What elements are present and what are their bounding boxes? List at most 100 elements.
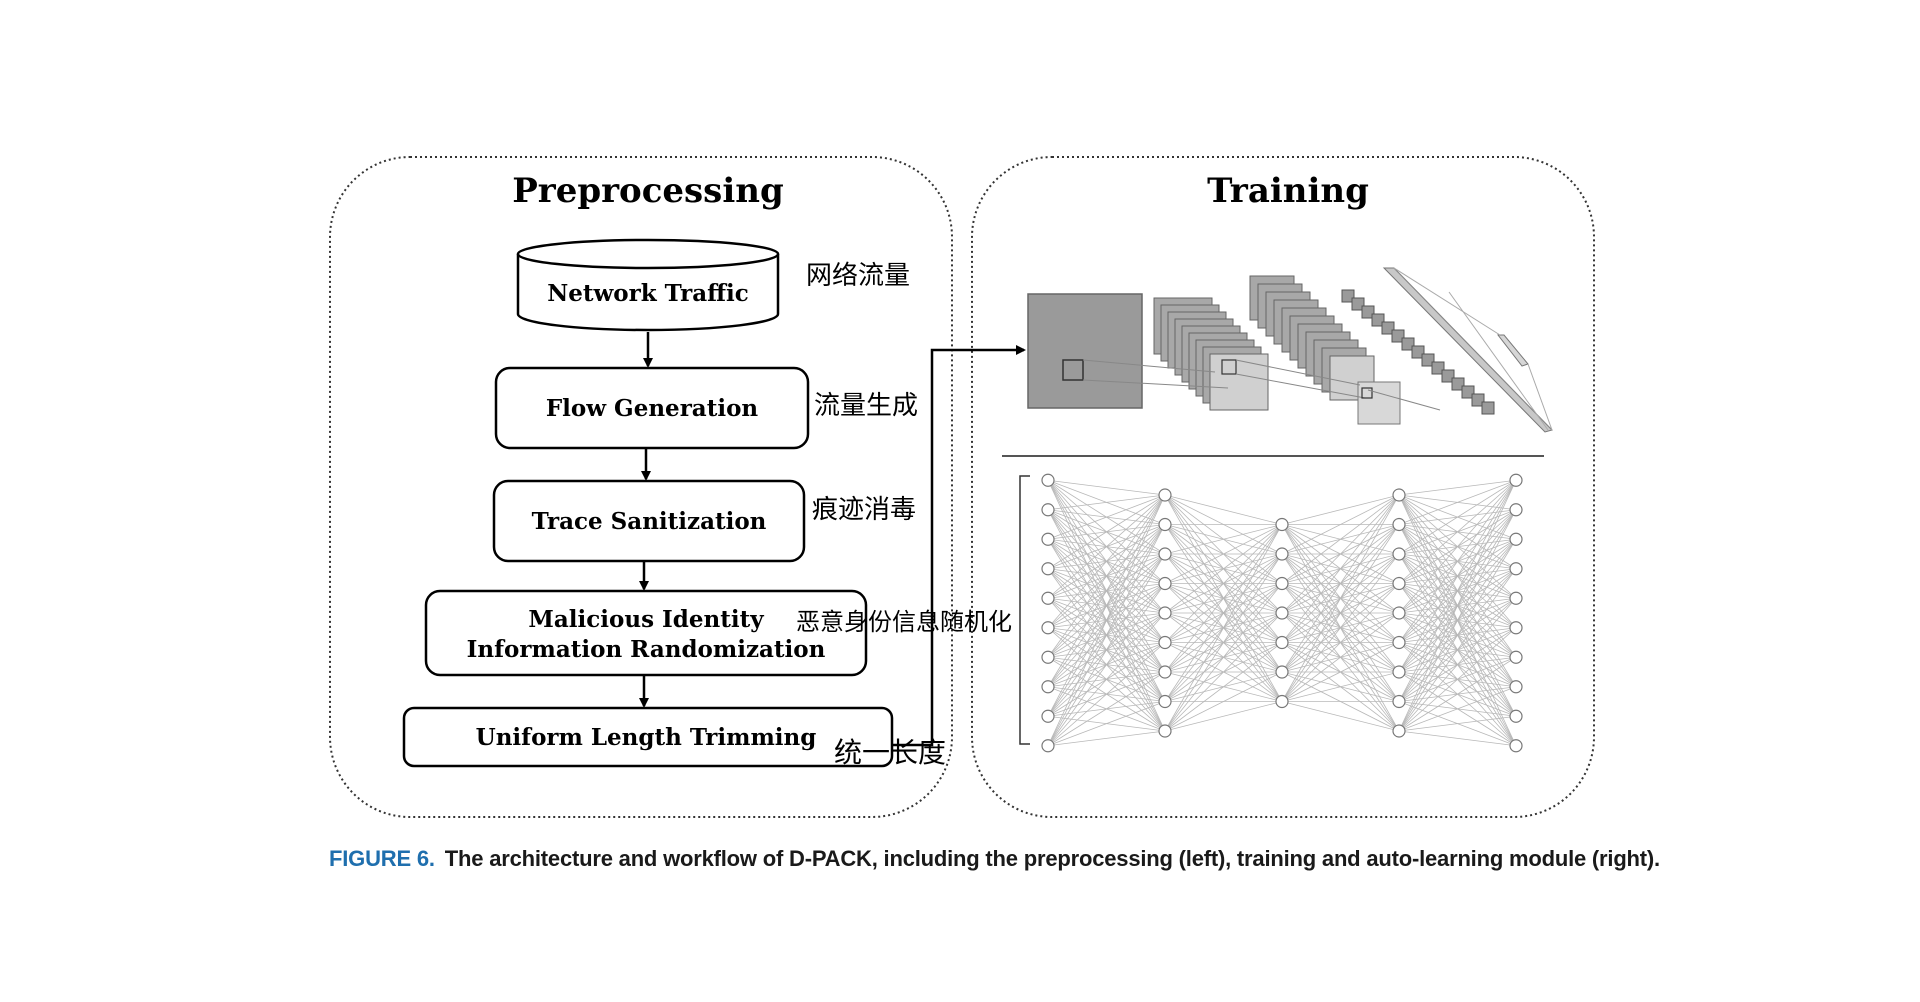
preprocessing-panel [329, 156, 953, 818]
network-node [1041, 532, 1055, 546]
network-edge [1398, 480, 1517, 643]
trace-sanitization-box [492, 479, 806, 563]
network-edge [1398, 539, 1517, 732]
cnn-conv3-map [1431, 361, 1445, 375]
network-node [1041, 562, 1055, 576]
caption-text: The architecture and workflow of D-PACK,… [444, 846, 1660, 871]
cnn-conv3-stack [1341, 289, 1495, 425]
network-edge [1047, 583, 1166, 746]
training-title: Training [1207, 171, 1369, 211]
cnn-conv3-map [1357, 381, 1401, 425]
network-edge [1281, 583, 1400, 702]
network-node [1041, 739, 1055, 753]
network-node [1392, 606, 1406, 620]
network-node [1392, 576, 1406, 591]
network-node [1041, 709, 1055, 723]
network-edge [1047, 479, 1166, 496]
network-edge [1047, 494, 1166, 717]
network-edge [1164, 524, 1283, 555]
trimming-annotation: 统一长度 [834, 736, 946, 769]
network-edge [1047, 701, 1166, 747]
caption-label: FIGURE 6. [329, 846, 435, 871]
network-edge [1164, 494, 1283, 525]
cnn-conv3-map [1401, 337, 1415, 351]
network-node [1392, 635, 1406, 650]
network-node [1275, 606, 1289, 620]
network-edge [1164, 524, 1283, 702]
network-node [1509, 621, 1523, 635]
cnn-conv3-map [1381, 321, 1395, 335]
network-edge [1164, 553, 1283, 732]
network-edge [1281, 494, 1400, 614]
network-edge [1398, 656, 1517, 732]
network-edge [1398, 730, 1517, 747]
network-edge [1047, 553, 1166, 746]
cnn-conv3-map [1371, 313, 1385, 327]
cnn-conv3-map [1451, 377, 1465, 391]
cnn-conv3-map [1351, 297, 1365, 311]
network-edge [1398, 715, 1517, 732]
cnn-output-layer [1496, 334, 1529, 367]
network-node [1158, 606, 1172, 620]
flow-generation-box [494, 366, 810, 450]
cnn-illustration [1027, 267, 1553, 433]
network-node [1275, 547, 1289, 561]
trace-sanitization-annotation: 痕迹消毒 [812, 495, 916, 525]
network-edge [1164, 524, 1283, 584]
network-node [1041, 503, 1055, 517]
network-edge [1047, 642, 1166, 747]
network-edge [1398, 479, 1517, 555]
network-node [1392, 724, 1406, 738]
network-edge [1047, 730, 1166, 747]
network-edge [1047, 494, 1166, 511]
network-edge [1164, 701, 1283, 732]
network-bracket [1019, 475, 1030, 745]
network-node [1392, 665, 1406, 679]
network-edge [1047, 494, 1166, 629]
network-edge [1398, 479, 1517, 584]
network-node [1041, 591, 1055, 605]
network-edge [1398, 597, 1517, 732]
network-edge [1047, 494, 1166, 570]
network-edge [1398, 568, 1517, 732]
network-node [1158, 547, 1172, 561]
network-edge [1047, 494, 1166, 687]
network-node [1392, 517, 1406, 532]
flow-generation-annotation: 流量生成 [814, 391, 918, 421]
network-edge [1047, 612, 1166, 747]
network-edge [1398, 686, 1517, 732]
network-node [1041, 650, 1055, 664]
network-edge [1398, 479, 1517, 496]
network-node [1275, 517, 1289, 532]
network-edge [1281, 494, 1400, 643]
network-edge [1398, 627, 1517, 732]
cnn-conv3-map [1471, 393, 1485, 407]
network-edge [1164, 583, 1283, 732]
network-node [1509, 473, 1523, 487]
network-edge [1281, 642, 1400, 702]
network-node [1275, 635, 1289, 650]
cnn-conv3-map [1461, 385, 1475, 399]
network-node [1158, 694, 1172, 709]
network-edge [1164, 524, 1283, 614]
network-edge [1281, 494, 1400, 525]
cnn-conv3-map [1391, 329, 1405, 343]
network-edge [1398, 479, 1517, 614]
network-traffic-cylinder: Network Traffic [516, 238, 780, 332]
network-node [1158, 635, 1172, 650]
flow-generation-label: Flow Generation [546, 395, 759, 422]
training-panel [971, 156, 1595, 818]
network-edge [1281, 494, 1400, 673]
cnn-conv3-map [1411, 345, 1425, 359]
network-node [1509, 739, 1523, 753]
network-edge [1281, 494, 1400, 584]
cnn-conv3-map [1361, 305, 1375, 319]
network-edge [1281, 494, 1400, 555]
randomization-label-line2: Information Randomization [467, 636, 826, 663]
network-edge [1164, 671, 1283, 732]
autoencoder-nodes [1041, 473, 1523, 753]
preprocessing-title: Preprocessing [512, 171, 784, 211]
network-edge [1281, 494, 1400, 702]
network-edge [1281, 671, 1400, 702]
